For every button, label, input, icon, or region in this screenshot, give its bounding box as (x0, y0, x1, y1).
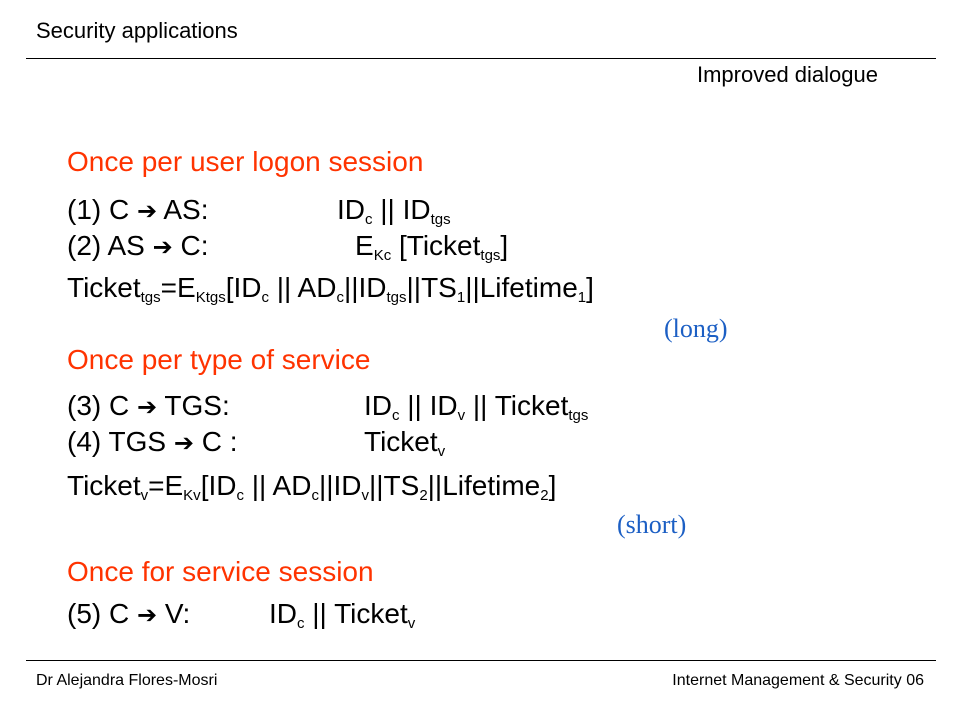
arrow-right-icon: ➔ (152, 233, 173, 261)
footer-divider (26, 660, 936, 661)
step-3: (3) C ➔ TGS:IDc || IDv || Tickettgs (67, 390, 589, 424)
footer-course: Internet Management & Security 06 (672, 672, 924, 689)
step-2: (2) AS ➔ C:EKc [Tickettgs] (67, 230, 509, 264)
slide-title: Improved dialogue (696, 62, 878, 87)
footer-author: Dr Alejandra Flores-Mosri (36, 672, 218, 689)
ticket-tgs-definition: Tickettgs=EKtgs[IDc || ADc||IDtgs||TS1||… (67, 272, 594, 306)
arrow-right-icon: ➔ (137, 601, 158, 629)
arrow-right-icon: ➔ (137, 393, 158, 421)
heading-service-type: Once per type of service (67, 344, 371, 375)
arrow-right-icon: ➔ (173, 429, 194, 457)
step-5: (5) C ➔ V:IDc || Ticketv (67, 598, 416, 632)
note-short: (short) (617, 510, 687, 539)
step-4: (4) TGS ➔ C :Ticketv (67, 426, 446, 460)
heading-service-session: Once for service session (67, 556, 374, 587)
header-title: Security applications (36, 18, 238, 43)
arrow-right-icon: ➔ (137, 197, 158, 225)
heading-logon-session: Once per user logon session (67, 146, 424, 177)
note-long: (long) (664, 314, 728, 343)
header-divider (26, 58, 936, 59)
ticket-v-definition: Ticketv=EKv[IDc || ADc||IDv||TS2||Lifeti… (67, 470, 557, 504)
step-1: (1) C ➔ AS:IDc || IDtgs (67, 194, 451, 228)
